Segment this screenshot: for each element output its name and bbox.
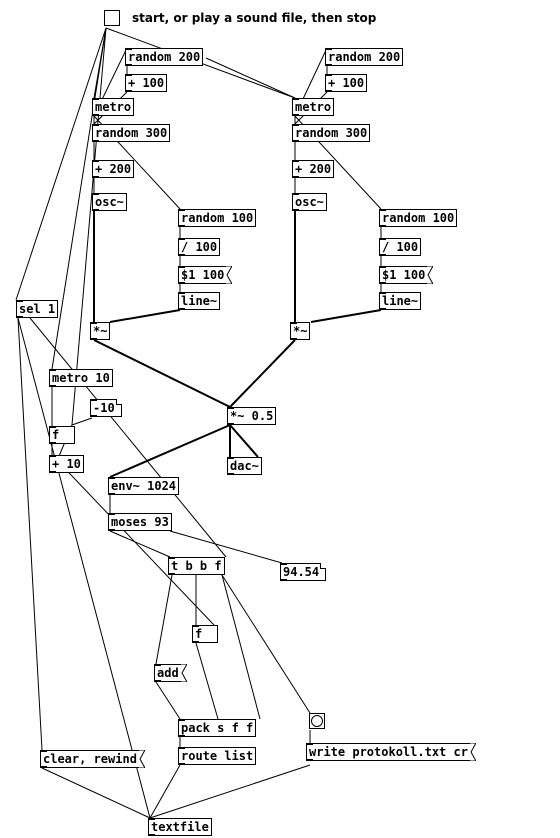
random-300-left[interactable]: random 300 xyxy=(92,124,171,142)
signal-cord xyxy=(229,424,259,458)
mul-right[interactable]: *~ xyxy=(290,322,311,340)
signal-cord xyxy=(229,339,296,408)
osc-right[interactable]: osc~ xyxy=(292,193,327,211)
cord xyxy=(51,27,107,370)
plus-100-right[interactable]: + 100 xyxy=(325,74,368,92)
line-left[interactable]: line~ xyxy=(178,292,221,310)
cord xyxy=(195,642,219,720)
message-flag xyxy=(180,664,187,682)
message-text: write protokoll.txt cr xyxy=(309,745,468,759)
message-flag xyxy=(469,743,476,761)
line-right[interactable]: line~ xyxy=(379,292,422,310)
metro-10[interactable]: metro 10 xyxy=(49,369,113,387)
cord xyxy=(17,317,43,751)
plus-200-right[interactable]: + 200 xyxy=(292,160,335,178)
random-200-right[interactable]: random 200 xyxy=(325,48,404,66)
random-200-left[interactable]: random 200 xyxy=(125,48,204,66)
signal-cord xyxy=(109,309,181,323)
div-100-right[interactable]: / 100 xyxy=(379,238,422,256)
cord xyxy=(71,417,93,426)
signal-cord xyxy=(310,309,382,323)
message-clear-rewind[interactable]: clear, rewind xyxy=(40,750,145,768)
float-2[interactable]: f xyxy=(192,625,218,643)
message-flag xyxy=(226,266,233,284)
signal-cord xyxy=(109,424,231,478)
bang-circle xyxy=(311,715,323,727)
plus-200-left[interactable]: + 200 xyxy=(92,160,135,178)
sel-1[interactable]: sel 1 xyxy=(16,300,59,318)
cord xyxy=(71,27,107,426)
number-box-minus-10[interactable]: -10 xyxy=(90,399,122,417)
message-text: $1 100 xyxy=(181,268,225,282)
message-flag xyxy=(427,266,434,284)
trigger-b-b-f[interactable]: t b b f xyxy=(168,557,225,575)
metro-right[interactable]: metro xyxy=(292,98,335,116)
random-100-left[interactable]: random 100 xyxy=(178,209,257,227)
cord xyxy=(149,764,181,819)
cord xyxy=(221,574,261,720)
cord xyxy=(41,767,151,819)
float-1[interactable]: f xyxy=(49,426,75,444)
div-100-left[interactable]: / 100 xyxy=(178,238,221,256)
number-value: -10 xyxy=(93,401,115,415)
start-toggle[interactable] xyxy=(104,10,120,26)
mul-0-5[interactable]: *~ 0.5 xyxy=(227,407,277,425)
message-text: clear, rewind xyxy=(43,752,137,766)
cord xyxy=(17,317,151,819)
cord xyxy=(51,454,215,626)
env-1024[interactable]: env~ 1024 xyxy=(108,477,180,495)
message-flag xyxy=(138,750,145,768)
plus-10[interactable]: + 10 xyxy=(49,455,84,473)
control-cords xyxy=(15,27,382,819)
message-add[interactable]: add xyxy=(154,664,187,682)
message-text: $1 100 xyxy=(382,268,426,282)
patch-comment: start, or play a sound file, then stop xyxy=(132,11,377,25)
message-1-100-right[interactable]: $1 100 xyxy=(379,266,434,284)
signal-cord xyxy=(93,339,231,408)
dac[interactable]: dac~ xyxy=(227,457,262,475)
random-100-right[interactable]: random 100 xyxy=(379,209,458,227)
moses-93[interactable]: moses 93 xyxy=(108,513,172,531)
metro-left[interactable]: metro xyxy=(92,98,135,116)
pack-s-f-f[interactable]: pack s f f xyxy=(178,719,257,737)
textfile[interactable]: textfile xyxy=(148,818,212,836)
mul-left[interactable]: *~ xyxy=(90,322,111,340)
message-write-protokoll[interactable]: write protokoll.txt cr xyxy=(306,743,476,761)
cord xyxy=(149,764,311,819)
cord xyxy=(205,57,296,99)
cord xyxy=(29,317,227,558)
cord xyxy=(15,27,107,301)
message-1-100-left[interactable]: $1 100 xyxy=(178,266,233,284)
osc-left[interactable]: osc~ xyxy=(92,193,127,211)
message-text: add xyxy=(157,666,179,680)
cord xyxy=(155,574,173,665)
cord xyxy=(169,530,283,564)
route-list[interactable]: route list xyxy=(178,747,257,765)
write-bang[interactable] xyxy=(309,713,325,729)
number-value: 94.54 xyxy=(283,565,320,579)
signal-cords xyxy=(93,211,382,478)
cord xyxy=(221,574,311,714)
plus-100-left[interactable]: + 100 xyxy=(125,74,168,92)
number-box-94-54[interactable]: 94.54 xyxy=(280,563,327,581)
cord xyxy=(109,530,171,558)
random-300-right[interactable]: random 300 xyxy=(292,124,371,142)
cord xyxy=(155,681,181,720)
